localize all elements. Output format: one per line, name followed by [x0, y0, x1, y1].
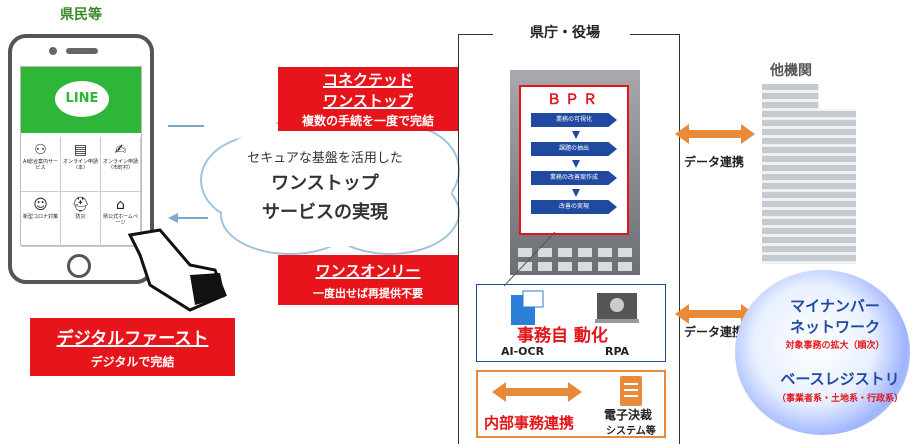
cloud-line3: サービスの実現 — [262, 202, 388, 223]
camera-icon — [49, 47, 57, 55]
disaster-icon: ⛑ — [71, 197, 90, 213]
hand-icon: ✍ — [114, 142, 127, 158]
other-org-building — [762, 84, 856, 264]
data-link-label-top: データ連携 — [684, 155, 745, 169]
secure-platform-cloud: セキュアな基盤を活用した ワンストップ サービスの実現 — [180, 95, 470, 265]
data-link-arrow-top — [675, 124, 755, 144]
ai-ocr-icon — [511, 290, 544, 325]
bpr-step: 改善の実現 — [531, 200, 617, 214]
once-only-sub: 一度出せば再提供不要 — [313, 287, 423, 300]
mask-icon: ☺ — [33, 197, 48, 213]
menu-label: オンライン申請（本） — [62, 159, 98, 171]
menu-label: 県公式ホームページ — [103, 214, 138, 226]
home-icon: ⌂ — [116, 197, 125, 213]
digital-first-title: デジタルファースト — [56, 329, 209, 349]
mynumber-sub: 対象事務の拡大（順次） — [785, 341, 885, 351]
digital-first-sub: デジタルで完結 — [90, 355, 175, 369]
menu-label: 新型コロナ対策 — [22, 214, 58, 220]
bpr-step: 業務の可視化 — [531, 113, 617, 127]
phone-cloud-arrows — [168, 125, 208, 223]
bpr-step: 業務の改善案作成 — [531, 171, 617, 185]
base-registry: ベースレジストリ （事業者系・土地系・行政系） — [760, 368, 920, 404]
mynumber-network: マイナンバー ネットワーク 対象事務の拡大（順次） — [760, 295, 910, 351]
double-arrow-icon — [492, 382, 582, 402]
connected-onestop: コネクテッド ワンストップ 複数の手続を一度で完結 — [278, 67, 460, 137]
document-icon: ▤ — [73, 142, 88, 158]
base-registry-sub: （事業者系・土地系・行政系） — [776, 394, 903, 404]
rpa-robot-icon — [595, 293, 639, 323]
network-globe — [735, 270, 910, 435]
office-frame — [458, 34, 680, 444]
automation-box: 事務自 動化 AI-OCR RPA — [476, 284, 666, 362]
connected-title: コネクテッド — [322, 71, 413, 89]
rpa-label: RPA — [605, 345, 630, 358]
line-logo: LINE — [55, 81, 109, 117]
once-only-box: ワンスオンリー 一度出せば再提供不要 — [278, 255, 458, 305]
menu-label: 防災 — [75, 214, 86, 220]
menu-item-online-app-municipal[interactable]: ✍オンライン申請（市町村） — [101, 137, 141, 192]
automation-title: 事務自 動化 — [517, 326, 608, 346]
ai-ocr-label: AI-OCR — [501, 345, 545, 358]
hand-icon — [127, 228, 227, 312]
cloud-line2: ワンストップ — [271, 173, 379, 194]
menu-item-disaster[interactable]: ⛑防災 — [61, 192, 101, 247]
data-link-label-bottom: データ連携 — [684, 325, 745, 339]
bpr-title: ＢＰＲ — [547, 92, 601, 108]
chat-robot-icon: ⚇ — [34, 142, 47, 158]
data-link-arrow-bottom — [675, 304, 755, 324]
menu-item-homepage[interactable]: ⌂県公式ホームページ — [101, 192, 141, 247]
cloud-line1: セキュアな基盤を活用した — [247, 151, 403, 166]
menu-label: AI総合案内サービス — [23, 159, 58, 171]
base-registry-title: ベースレジストリ — [780, 370, 900, 388]
connected-title2: ワンストップ — [323, 92, 413, 110]
connector-line — [503, 231, 556, 287]
menu-label: オンライン申請（市町村） — [102, 159, 138, 171]
other-org-label: 他機関 — [770, 63, 812, 79]
mynumber-line1: マイナンバー — [790, 297, 880, 315]
phone-screen: LINE ⚇AI総合案内サービス ▤オンライン申請（本） ✍オンライン申請（市町… — [20, 66, 142, 247]
menu-item-ai-guide[interactable]: ⚇AI総合案内サービス — [21, 137, 61, 192]
menu-item-online-app[interactable]: ▤オンライン申請（本） — [61, 137, 101, 192]
line-banner[interactable]: LINE — [21, 67, 141, 133]
once-only-title: ワンスオンリー — [315, 262, 421, 280]
smartphone: LINE ⚇AI総合案内サービス ▤オンライン申請（本） ✍オンライン申請（市町… — [8, 34, 154, 284]
office-title: 県庁・役場 — [530, 25, 600, 41]
menu-grid: ⚇AI総合案内サービス ▤オンライン申請（本） ✍オンライン申請（市町村） ☺新… — [21, 137, 141, 247]
speaker-icon — [66, 48, 98, 54]
digital-first-box: デジタルファースト デジタルで完結 — [30, 318, 235, 376]
connected-sub: 複数の手続を一度で完結 — [278, 111, 458, 131]
mynumber-line2: ネットワーク — [789, 318, 880, 336]
e-payment-label2: システム等 — [606, 426, 656, 437]
server-icon — [620, 376, 642, 406]
internal-link-label: 内部事務連携 — [484, 414, 575, 432]
bpr-step: 課題の抽出 — [531, 142, 617, 156]
e-payment-label: 電子決裁 — [604, 408, 653, 422]
bpr-panel: ＢＰＲ 業務の可視化 課題の抽出 業務の改善案作成 改善の実現 — [519, 85, 629, 235]
bpr-flow-arrows — [572, 131, 580, 197]
home-button — [67, 254, 91, 278]
menu-item-covid[interactable]: ☺新型コロナ対策 — [21, 192, 61, 247]
citizens-label: 県民等 — [60, 7, 102, 23]
internal-link-box: 内部事務連携 電子決裁 システム等 — [476, 370, 666, 438]
